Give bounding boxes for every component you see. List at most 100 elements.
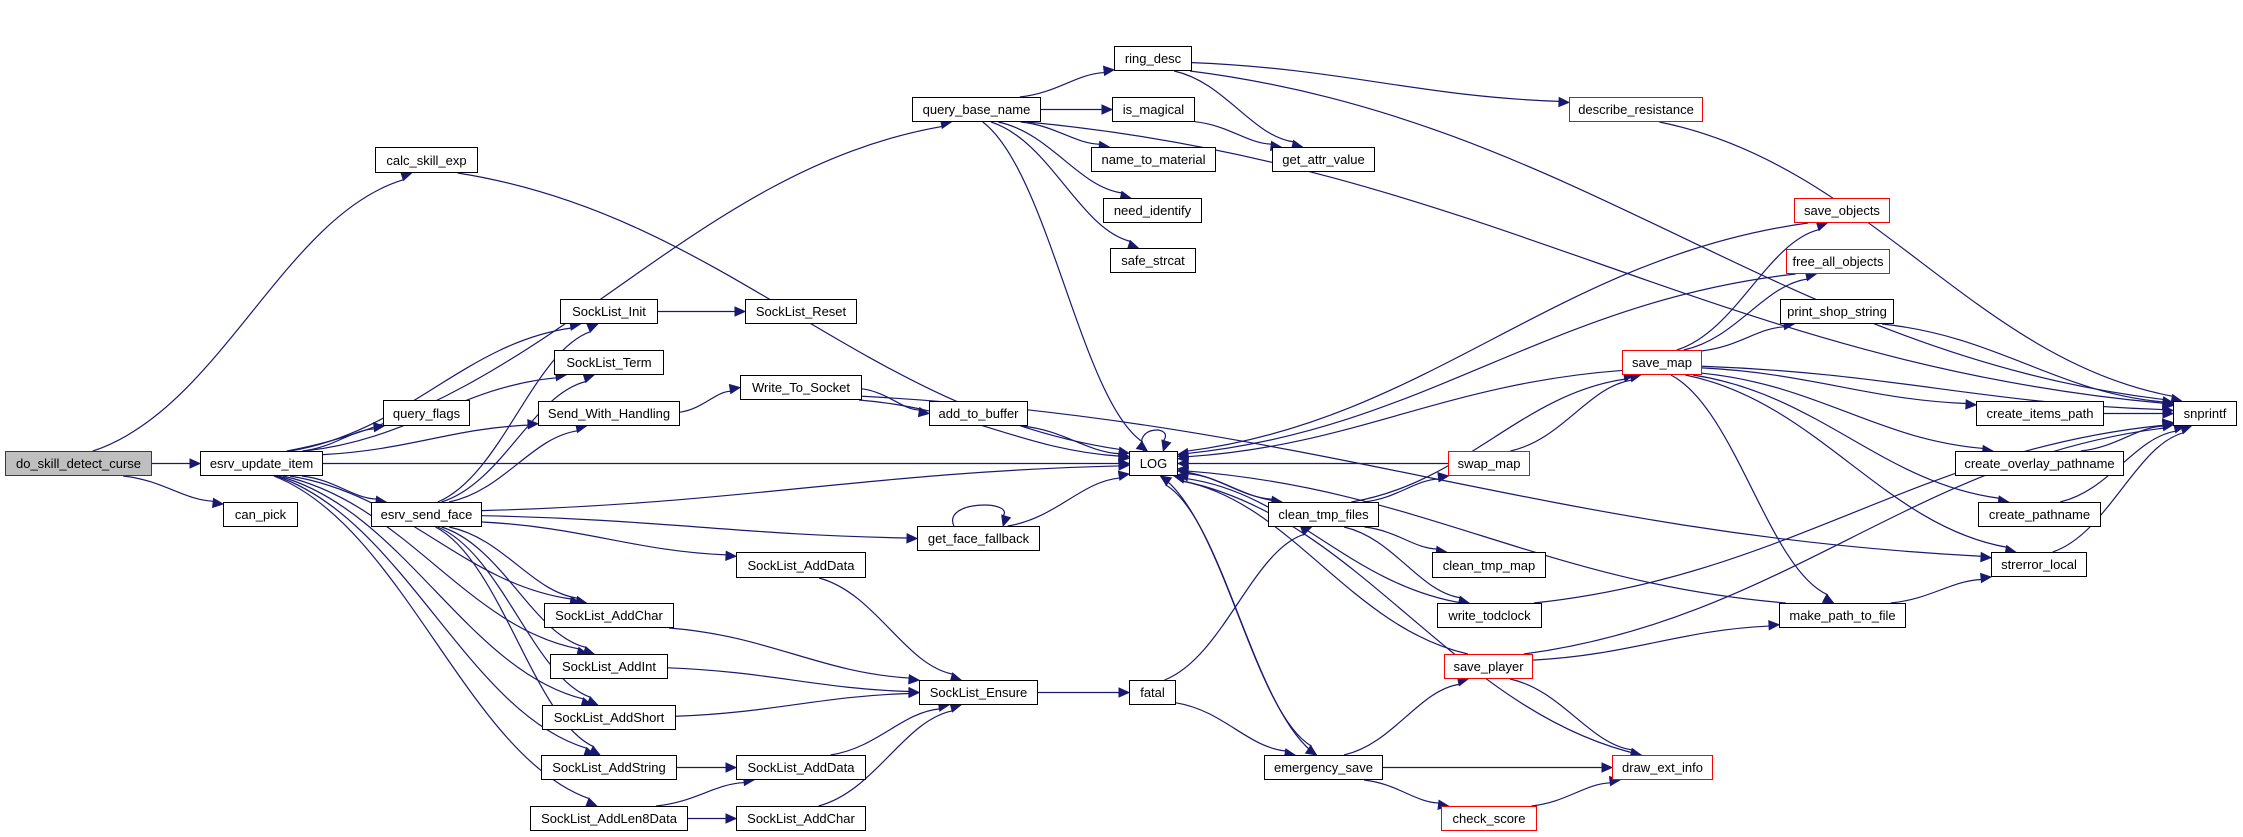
node-label: name_to_material [1101,152,1206,167]
node-label: SockList_AddInt [562,659,656,674]
edge-esrv-send-face-to-get-face-fallback [481,515,908,539]
edge-esrv-send-face-to-log-arrowhead [1118,460,1131,471]
node-socklist-term[interactable]: SockList_Term [554,350,664,375]
edge-check-score-to-draw-ext-info [1531,782,1611,807]
node-label: create_items_path [1986,406,2094,421]
node-save-map[interactable]: save_map [1622,350,1702,375]
node-create-overlay-pathname[interactable]: create_overlay_pathname [1955,451,2124,476]
edge-do-skill-detect-curse-to-calc-skill-exp-arrowhead [399,171,413,182]
edge-create-overlay-pathname-to-snprintf [2080,425,2164,452]
edge-strerror-local-to-snprintf-arrowhead [2179,424,2193,435]
node-ring-desc[interactable]: ring_desc [1114,46,1192,71]
node-socklist-addshort[interactable]: SockList_AddShort [542,705,676,730]
edge-clean-tmp-files-to-write-todclock [1343,526,1461,599]
node-can-pick[interactable]: can_pick [223,502,298,527]
edge-clean-tmp-files-to-log [1187,473,1282,503]
node-label: SockList_AddData [747,760,855,775]
node-socklist-adddata-1[interactable]: SockList_AddData [736,552,866,578]
edge-save-map-to-free-all-objects [1683,278,1808,351]
edge-get-face-fallback-to-get-face-fallback [951,504,1006,527]
edge-query-base-name-to-is-magical-arrowhead [1101,104,1114,115]
edge-save-player-to-draw-ext-info [1509,678,1633,751]
edge-clean-tmp-files-to-swap-map-arrowhead [1437,471,1450,483]
node-label: SockList_AddChar [747,811,855,826]
node-add-to-buffer[interactable]: add_to_buffer [929,401,1028,426]
node-snprintf[interactable]: snprintf [2173,401,2237,426]
node-socklist-addlen8data[interactable]: SockList_AddLen8Data [530,806,688,831]
edge-send-with-handling-to-write-to-socket-arrowhead [728,383,742,395]
node-label: SockList_Reset [755,304,847,319]
edge-ring-desc-to-snprintf [1189,70,2164,401]
node-esrv-send-face[interactable]: esrv_send_face [371,502,482,527]
node-label: SockList_AddChar [555,608,663,623]
node-write-todclock[interactable]: write_todclock [1437,603,1542,628]
node-is-magical[interactable]: is_magical [1112,97,1195,122]
node-socklist-adddata-2[interactable]: SockList_AddData [736,755,866,780]
edge-free-all-objects-to-log [1187,273,1796,455]
node-socklist-reset[interactable]: SockList_Reset [745,299,857,324]
node-save-player[interactable]: save_player [1444,654,1533,679]
node-label: snprintf [2183,406,2227,421]
node-describe-resistance[interactable]: describe_resistance [1569,97,1703,122]
node-swap-map[interactable]: swap_map [1448,451,1530,476]
edge-esrv-update-item-to-query-flags-arrowhead [372,421,386,433]
edge-write-to-socket-to-log [858,399,1120,457]
node-name-to-material[interactable]: name_to_material [1091,147,1216,172]
node-query-flags[interactable]: query_flags [383,400,470,426]
edge-save-map-to-create-items-path-arrowhead [1965,399,1978,410]
edge-save-map-to-save-objects-arrowhead [1815,221,1829,232]
node-socklist-addchar-2[interactable]: SockList_AddChar [736,806,866,831]
node-label: write_todclock [1448,608,1531,623]
node-esrv-update-item[interactable]: esrv_update_item [200,451,323,476]
node-socklist-addstring[interactable]: SockList_AddString [541,755,677,780]
node-draw-ext-info[interactable]: draw_ext_info [1612,755,1713,780]
node-clean-tmp-files[interactable]: clean_tmp_files [1268,502,1379,527]
node-clean-tmp-map[interactable]: clean_tmp_map [1432,552,1546,578]
edge-write-todclock-to-log [1187,478,1462,604]
edge-swap-map-to-save-map [1510,379,1633,452]
node-label: do_skill_detect_curse [15,456,142,471]
node-save-objects[interactable]: save_objects [1794,198,1890,223]
node-print-shop-string[interactable]: print_shop_string [1780,299,1894,324]
node-socklist-ensure[interactable]: SockList_Ensure [919,680,1038,705]
node-label: safe_strcat [1121,253,1185,268]
edge-esrv-update-item-to-socklist-addstring [275,475,588,749]
edge-get-face-fallback-to-get-face-fallback-arrowhead [1001,514,1012,528]
edge-socklist-addlen8data-to-socklist-addchar-2-arrowhead [725,813,738,824]
edge-strerror-local-to-snprintf [2052,432,2185,553]
node-create-items-path[interactable]: create_items_path [1976,401,2104,426]
edge-socklist-addint-to-socklist-ensure [667,667,910,693]
node-label: SockList_Init [572,304,646,319]
node-write-to-socket[interactable]: Write_To_Socket [740,375,862,400]
edge-esrv-send-face-to-socklist-adddata-1 [481,521,727,556]
edge-emergency-save-to-log [1165,484,1317,756]
node-make-path-to-file[interactable]: make_path_to_file [1779,603,1906,628]
node-safe-strcat[interactable]: safe_strcat [1110,248,1196,273]
node-socklist-init[interactable]: SockList_Init [560,299,658,324]
node-query-base-name[interactable]: query_base_name [912,97,1041,122]
node-socklist-addint[interactable]: SockList_AddInt [550,654,668,679]
edge-socklist-addstring-to-socklist-adddata-2-arrowhead [725,762,738,773]
edge-do-skill-detect-curse-to-esrv-update-item-arrowhead [189,458,202,469]
node-label: need_identify [1113,203,1192,218]
edge-socklist-addlen8data-to-socklist-adddata-2 [655,781,745,807]
node-create-pathname[interactable]: create_pathname [1978,502,2101,527]
node-get-attr-value[interactable]: get_attr_value [1272,147,1375,172]
node-need-identify[interactable]: need_identify [1103,198,1202,223]
node-get-face-fallback[interactable]: get_face_fallback [917,526,1040,551]
node-label: create_pathname [1988,507,2091,522]
node-send-with-handling[interactable]: Send_With_Handling [538,401,680,426]
edge-make-path-to-file-to-log-arrowhead [1176,464,1189,476]
edge-clean-tmp-files-to-save-map [1351,378,1626,503]
node-emergency-save[interactable]: emergency_save [1264,755,1383,780]
node-fatal[interactable]: fatal [1129,680,1176,705]
node-calc-skill-exp[interactable]: calc_skill_exp [375,147,478,173]
edge-add-to-buffer-to-log-arrowhead [1117,450,1131,461]
node-log[interactable]: LOG [1129,451,1178,476]
node-free-all-objects[interactable]: free_all_objects [1786,249,1890,274]
node-check-score[interactable]: check_score [1441,806,1537,831]
edge-query-base-name-to-log [982,121,1144,443]
node-strerror-local[interactable]: strerror_local [1991,552,2087,577]
edge-free-all-objects-to-log-arrowhead [1176,449,1190,461]
node-socklist-addchar[interactable]: SockList_AddChar [544,603,674,628]
